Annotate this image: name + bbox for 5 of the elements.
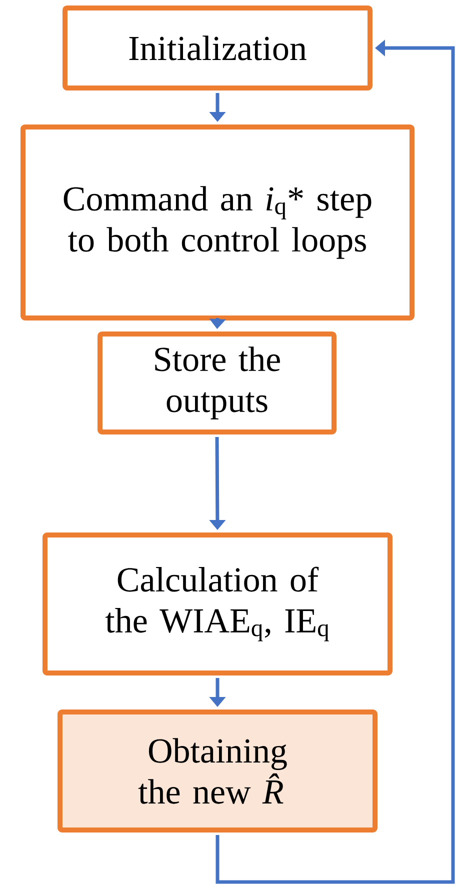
process-box: Calculation of the WIAE$_{q}$, IE$_{q}$ xyxy=(42,532,392,676)
process-box: Obtaining the new R̂ xyxy=(58,710,378,832)
process-box: Initialization xyxy=(62,6,372,90)
process-box: Store the outputs xyxy=(98,332,336,434)
process-box: Command an i$_{q}$* step to both control loops xyxy=(20,124,414,320)
